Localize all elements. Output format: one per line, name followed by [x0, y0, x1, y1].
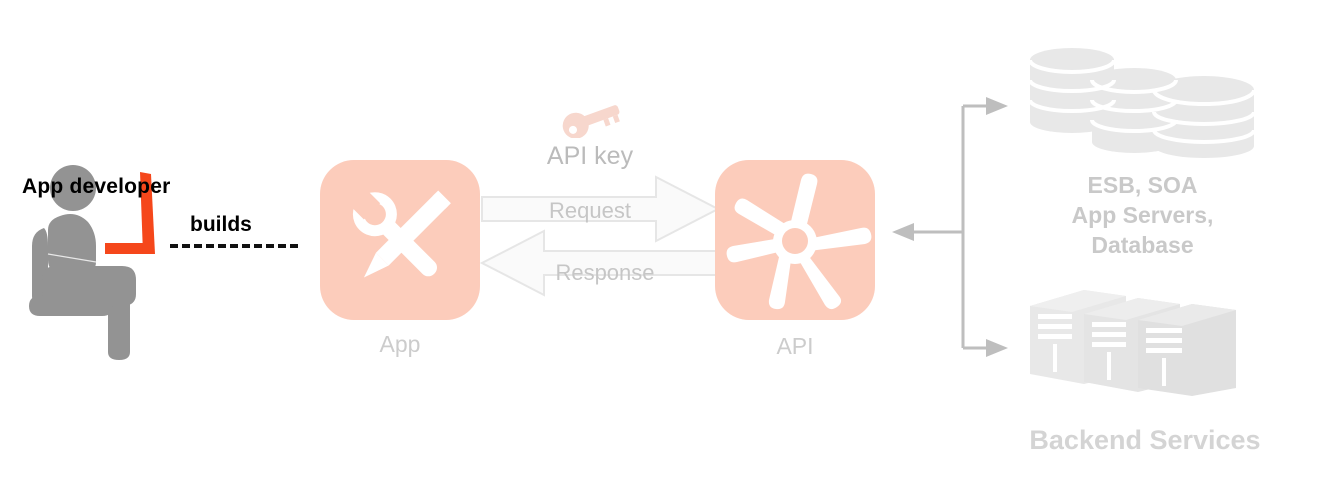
- response-arrow-label: Response: [555, 260, 655, 285]
- backend-connector-lines: [892, 97, 1008, 357]
- api-hub-star-icon: [726, 173, 872, 310]
- arrowhead-to-servers: [986, 339, 1008, 357]
- database-label-line-3: Database: [1091, 232, 1194, 258]
- app-developer-label: App developer: [22, 175, 171, 198]
- app-node[interactable]: [320, 160, 480, 320]
- arrowhead-to-databases: [986, 97, 1008, 115]
- api-node-label: API: [776, 333, 814, 359]
- request-arrow: [481, 175, 720, 243]
- app-developer-icon: [29, 165, 155, 360]
- arrowhead-to-api: [892, 223, 914, 241]
- builds-link-label: builds: [190, 213, 252, 236]
- backend-services-label: Backend Services: [1029, 425, 1261, 455]
- server-racks-icon: [1030, 290, 1236, 396]
- request-response-arrows: [480, 175, 720, 297]
- api-key-label: API key: [546, 142, 634, 170]
- database-label-line-1: ESB, SOA: [1087, 172, 1198, 198]
- app-node-label: App: [379, 331, 421, 357]
- request-arrow-label: Request: [549, 198, 631, 223]
- database-group-label: ESB, SOA App Servers, Database: [1000, 170, 1285, 260]
- wrench-and-pencil-icon: [349, 189, 451, 278]
- database-cylinders-icon: [1028, 48, 1256, 158]
- response-arrow: [480, 229, 719, 297]
- builds-dashed-line: [170, 244, 298, 248]
- api-node[interactable]: [715, 160, 875, 320]
- key-icon: [562, 105, 620, 138]
- database-label-line-2: App Servers,: [1071, 202, 1214, 228]
